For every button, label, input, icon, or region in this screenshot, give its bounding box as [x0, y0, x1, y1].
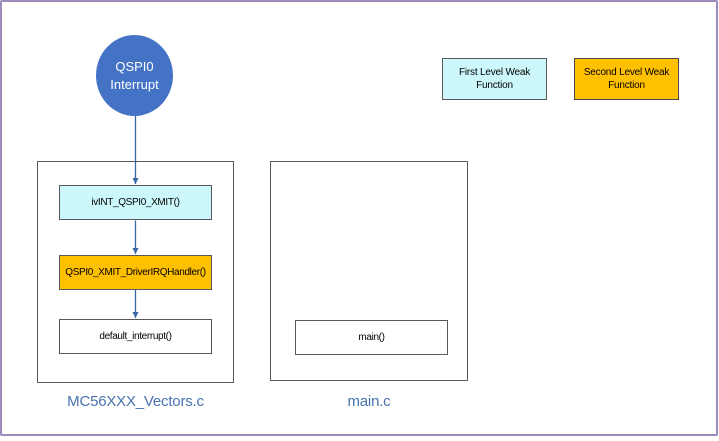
qspi0-interrupt-label-line1: QSPI0 [115, 58, 154, 74]
legend-second-level-weak-label: Second Level Weak Function [583, 67, 670, 91]
main-file-container [270, 161, 468, 381]
legend-second-level-weak: Second Level Weak Function [574, 58, 679, 100]
ivint-qspi0-xmit-label: ivINT_QSPI0_XMIT() [91, 197, 180, 208]
ivint-qspi0-xmit-box: ivINT_QSPI0_XMIT() [59, 185, 212, 220]
vectors-file-label: MC56XXX_Vectors.c [67, 393, 204, 410]
main-function-label: main() [358, 332, 385, 343]
qspi0-xmit-driverirqhandler-box: QSPI0_XMIT_DriverIRQHandler() [59, 255, 212, 290]
default-interrupt-box: default_interrupt() [59, 319, 212, 354]
default-interrupt-label: default_interrupt() [99, 331, 172, 342]
main-function-box: main() [295, 320, 448, 355]
qspi0-interrupt-node: QSPI0 Interrupt [96, 35, 173, 116]
qspi0-interrupt-label-line2: Interrupt [110, 76, 159, 92]
main-file-label: main.c [347, 393, 391, 410]
legend-first-level-weak-label: First Level Weak Function [458, 67, 531, 91]
legend-first-level-weak: First Level Weak Function [442, 58, 547, 100]
qspi0-xmit-driverirqhandler-label: QSPI0_XMIT_DriverIRQHandler() [65, 267, 206, 278]
